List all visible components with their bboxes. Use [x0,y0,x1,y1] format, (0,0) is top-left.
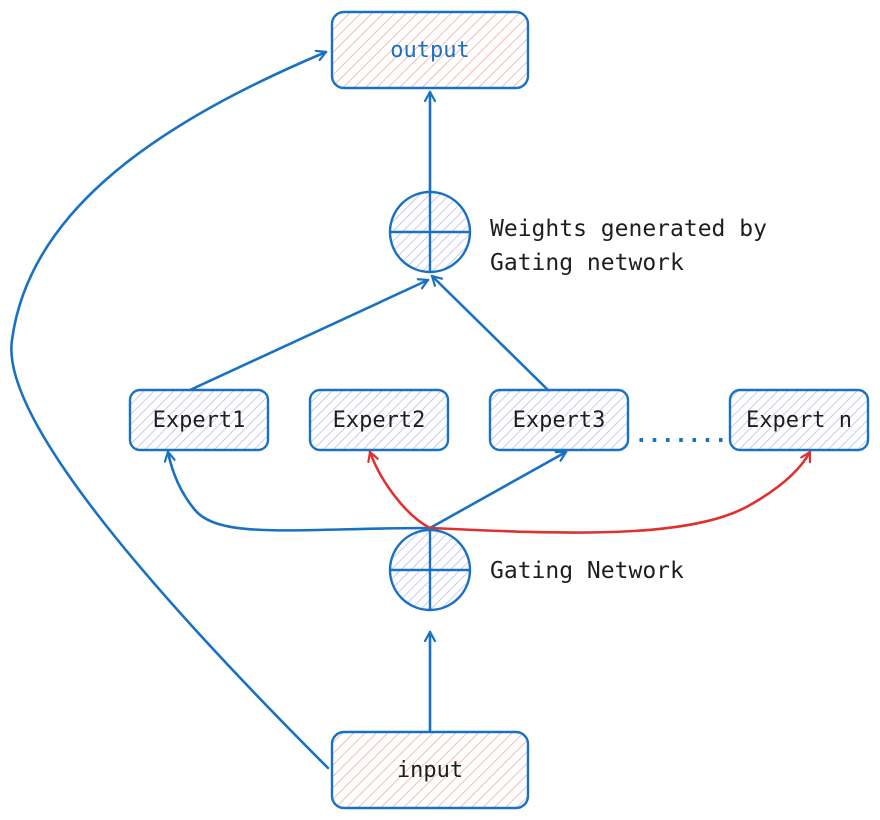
expert-node-1: Expert1 [128,388,270,452]
output-label: output [390,38,469,63]
expert-label: Expert1 [153,408,246,433]
output-node: output [330,10,530,90]
expert-label: Expert n [746,408,852,433]
combiner-node [388,190,472,274]
combiner-annotation-line1: Weights generated by [490,216,767,242]
expert-label: Expert3 [513,408,606,433]
gating-network-label: Gating Network [490,558,684,584]
gating-to-expert2-arrow [370,450,432,530]
input-label: input [397,758,463,783]
gating-to-expert1-arrow [168,450,432,532]
input-node: input [330,730,530,810]
expert-label: Expert2 [333,408,426,433]
expert-node-3: Expert3 [488,388,630,452]
experts-ellipsis: ....... [635,423,728,448]
gating-to-expert3-arrow [428,450,568,530]
expert3-to-combiner-arrow [430,274,550,392]
gating-network-node [388,528,472,612]
expert-node-n: Expert n [728,388,870,452]
combiner-annotation-line2: Gating network [490,250,684,276]
gating-to-expertn-arrow [428,450,812,534]
expert1-to-combiner-arrow [188,280,430,392]
expert-node-2: Expert2 [308,388,450,452]
skip-connection-arrow [10,52,330,770]
